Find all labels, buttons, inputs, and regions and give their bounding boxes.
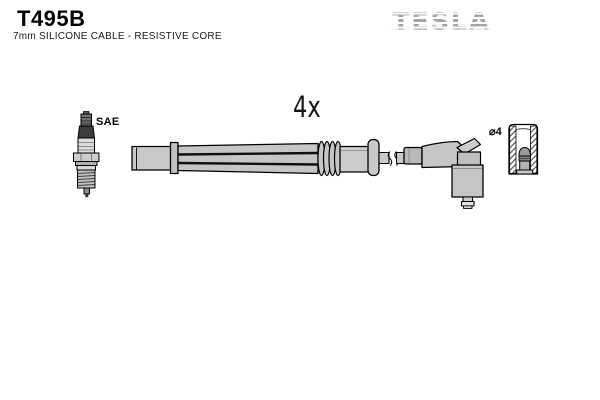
sleeve-wall-hatch-right <box>530 125 538 174</box>
cable-collar-flange <box>169 141 179 175</box>
spark-plug-illustration <box>73 111 100 198</box>
cable-shaft <box>177 142 319 175</box>
cable-end-collar <box>367 138 380 177</box>
elbow-ferrule <box>403 146 423 165</box>
sleeve-inner-terminal <box>516 147 534 175</box>
sleeve-wall-hatch-left <box>509 125 517 174</box>
elbow-boot <box>421 137 484 209</box>
wire-segment-left <box>378 151 390 165</box>
wire-segment-right <box>395 151 406 165</box>
plug-shell-band <box>75 161 98 166</box>
elbow-terminal-flange <box>460 200 475 207</box>
ignition-cable-illustration <box>131 137 484 209</box>
elbow-terminal-tip <box>463 205 473 209</box>
elbow-boot-block <box>451 164 484 198</box>
plug-electrode <box>83 187 90 195</box>
cable-stripe-bottom <box>177 161 319 166</box>
plug-insulator-dark <box>77 125 95 139</box>
connector-sleeve-cutaway <box>508 123 539 175</box>
diameter-label: ⌀4 <box>489 126 502 138</box>
plug-electrode-tip <box>85 194 89 198</box>
plug-insulator-ribs <box>77 137 95 154</box>
part-number: T495B <box>17 6 86 31</box>
elbow-boot-neck <box>456 151 482 167</box>
plug-gasket <box>76 165 96 171</box>
plug-hex-nut <box>73 152 100 162</box>
cable-bellows <box>317 140 343 177</box>
sae-terminal-label: SAE <box>96 116 120 128</box>
product-subtitle: 7mm SILICONE CABLE - RESISTIVE CORE <box>13 31 222 42</box>
cable-left-sleeve <box>131 145 172 171</box>
break-mark-left <box>387 151 393 166</box>
quantity-label: 4x <box>293 90 321 124</box>
cable-stripe-top <box>177 151 319 156</box>
